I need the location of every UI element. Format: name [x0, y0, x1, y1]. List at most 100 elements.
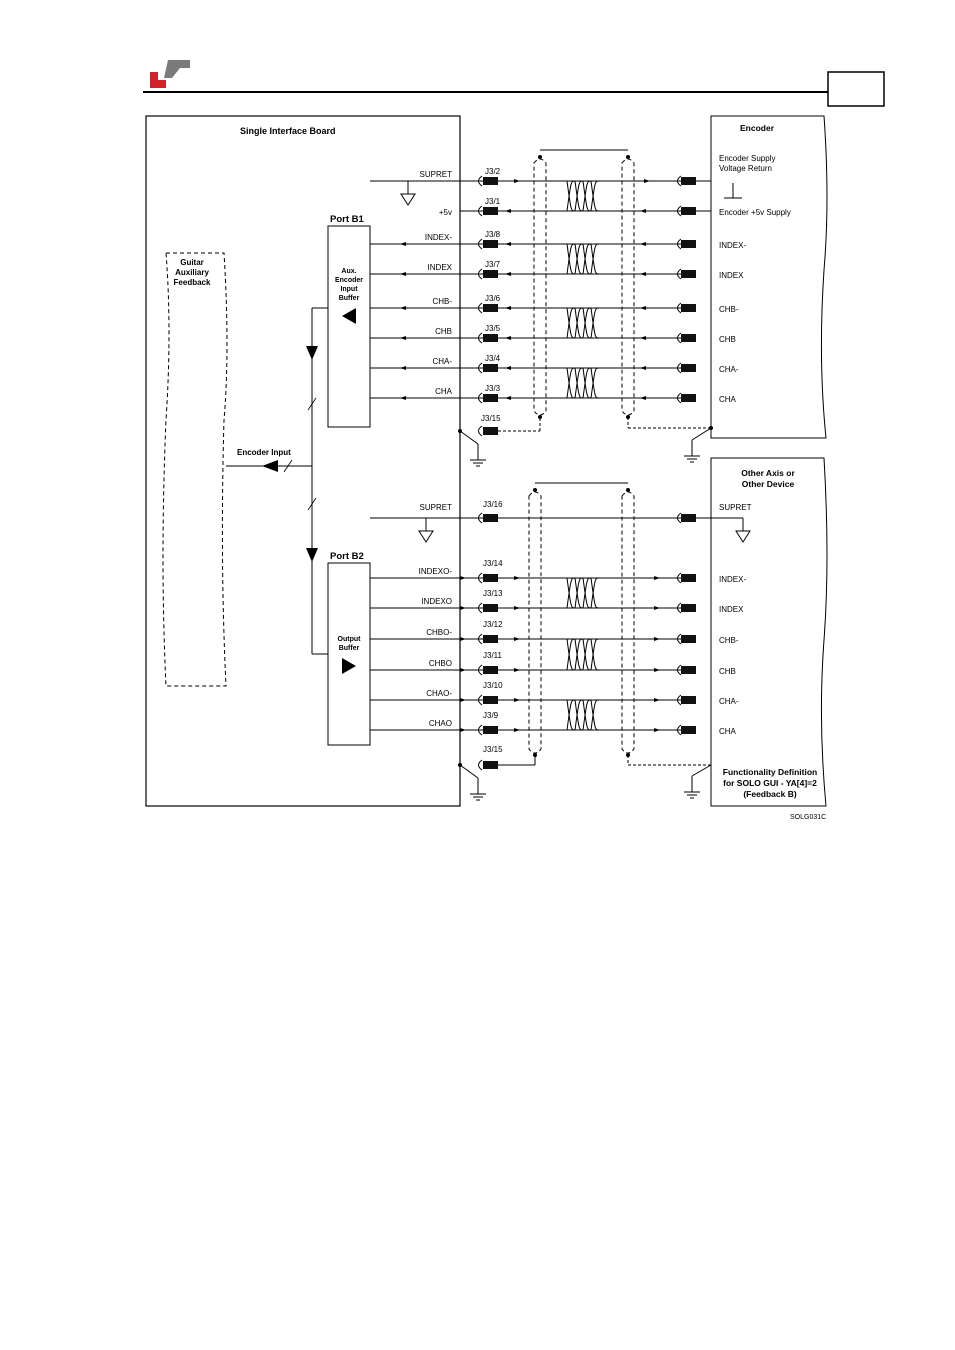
top-twisted-pair-b [566, 307, 600, 339]
encoder-signal-connector-pin [681, 364, 696, 372]
encoder-plus5-connector-pin [681, 207, 696, 215]
bottom-shield-right [621, 491, 635, 754]
func-def-2: for SOLO GUI - YA[4]=2 [723, 778, 817, 788]
guitar-label-3: Feedback [174, 278, 211, 287]
bus-slash [283, 459, 293, 473]
top-signal-pin: J3/4 [485, 354, 501, 363]
single-interface-board [145, 115, 461, 807]
top-signal-connector-pin [483, 304, 498, 312]
bottom-supret-connector-socket [478, 512, 483, 524]
other-signal-label: INDEX- [719, 575, 746, 584]
bottom-signal-arrow [460, 637, 466, 641]
encoder-title: Encoder [740, 123, 775, 133]
encoder-input-arrow [262, 460, 278, 472]
top-signal-pin: J3/3 [485, 384, 501, 393]
top-signal-label: CHA [435, 387, 453, 396]
top-signal-pin: J3/5 [485, 324, 501, 333]
other-signal-connector-pin [681, 604, 696, 612]
other-supret-connector-pin [681, 514, 696, 522]
top-supret-pin: J3/2 [485, 167, 501, 176]
bottom-signal-connector-socket [478, 633, 483, 645]
buffer-triangle-left [342, 308, 356, 324]
bottom-signal-pin: J3/12 [483, 620, 503, 629]
aux-buffer-3: Input [340, 286, 358, 293]
port-b2-buffer [327, 562, 371, 746]
top-signal-pin: J3/7 [485, 260, 501, 269]
bottom-twisted-pair-b [566, 699, 600, 731]
bottom-signal-arrow [460, 606, 466, 610]
other-signal-label: CHA- [719, 697, 739, 706]
aux-buffer-1: Aux. [341, 268, 356, 275]
bottom-twisted-pair-a [566, 638, 600, 671]
bottom-drain-connector-pin [483, 761, 498, 769]
bottom-signal-label: INDEXO [421, 597, 452, 606]
bottom-cable-arrow-r [654, 576, 660, 580]
top-supret-connector-socket [478, 175, 483, 187]
other-signal-label: INDEX [719, 605, 744, 614]
bottom-supret-pin: J3/16 [483, 500, 503, 509]
other-signal-label: CHB- [719, 636, 739, 645]
bottom-signal-connector-pin [483, 574, 498, 582]
bottom-supret-connector-pin [483, 514, 498, 522]
top-plus5-connector-pin [483, 207, 498, 215]
top-cable-arrow [505, 336, 511, 340]
bottom-shield-node [533, 488, 537, 492]
bottom-cable-arrow-r [654, 698, 660, 702]
top-shield-right [621, 158, 635, 416]
bottom-cable-arrow [514, 668, 520, 672]
bottom-signal-arrow [460, 576, 466, 580]
top-cable-arrow-r [640, 272, 646, 276]
encoder-supply-return-2: Voltage Return [719, 164, 772, 173]
bottom-cable-arrow-r [654, 637, 660, 641]
encoder-signal-label: INDEX [719, 271, 744, 280]
bottom-signal-pin: J3/11 [483, 651, 503, 660]
top-shield-node [538, 155, 542, 159]
encoder-signal-label: CHA [719, 395, 737, 404]
top-signal-label: INDEX [428, 263, 453, 272]
top-signal-arrow [400, 396, 406, 400]
top-cable-arrow-r [640, 396, 646, 400]
bottom-supret-label: SUPRET [420, 503, 453, 512]
guitar-label-1: Guitar [180, 258, 204, 267]
bottom-cable-arrow [514, 637, 520, 641]
top-shield-left [533, 158, 547, 416]
bottom-signal-label: CHBO [429, 659, 452, 668]
bottom-signal-arrow [460, 728, 466, 732]
bottom-signal-pin: J3/14 [483, 559, 503, 568]
encoder-return-connector-pin [681, 177, 696, 185]
bus-slash [307, 397, 317, 411]
other-signal-connector-pin [681, 696, 696, 704]
top-supret-arrow-r [644, 179, 650, 183]
bottom-ground-diag [459, 764, 479, 779]
top-twisted-pair-b [566, 367, 600, 399]
top-twisted-pair-a [566, 307, 600, 339]
top-signal-arrow [400, 242, 406, 246]
bus-arrow-down-1 [306, 346, 318, 360]
other-signal-connector-pin [681, 574, 696, 582]
encoder-plus5-label: Encoder +5v Supply [719, 208, 791, 217]
bottom-signal-label: CHAO- [426, 689, 452, 698]
encoder-signal-connector-pin [681, 394, 696, 402]
top-cable-arrow [505, 242, 511, 246]
bottom-twisted-pair-a [566, 699, 600, 731]
bottom-signal-connector-socket [478, 664, 483, 676]
other-ground-diag [691, 764, 712, 777]
top-ground-diag [459, 430, 479, 445]
top-signal-label: CHB [435, 327, 452, 336]
aux-buffer-2: Encoder [335, 277, 363, 284]
top-cable-arrow-r [640, 242, 646, 246]
port-b1-label: Port B1 [330, 214, 365, 225]
bottom-drain-node [626, 753, 630, 757]
other-signal-label: CHA [719, 727, 737, 736]
func-def-3: (Feedback B) [743, 789, 797, 799]
port-b2-label: Port B2 [330, 551, 364, 562]
top-signal-connector-pin [483, 364, 498, 372]
bottom-twisted-pair-b [566, 577, 600, 609]
top-cable-arrow [505, 366, 511, 370]
top-supply-twist-b [566, 180, 600, 212]
top-cable-arrow [505, 396, 511, 400]
encoder-signal-label: INDEX- [719, 241, 746, 250]
bottom-signal-pin: J3/9 [483, 711, 499, 720]
bottom-signal-label: CHAO [429, 719, 452, 728]
